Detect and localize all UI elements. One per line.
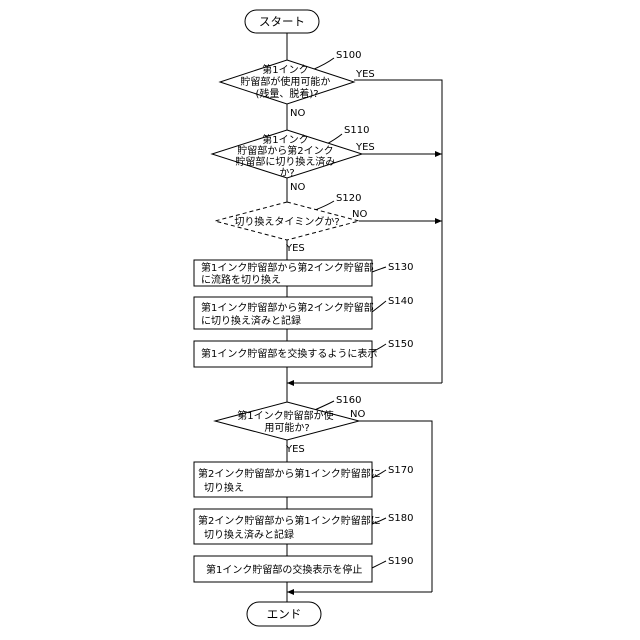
s160-yes-label: YES bbox=[285, 444, 305, 455]
s130-step-label: S130 bbox=[388, 262, 413, 273]
s190-step-label: S190 bbox=[388, 556, 413, 567]
start-terminal: スタート bbox=[245, 10, 319, 33]
s100-step-label: S100 bbox=[336, 50, 361, 61]
s150-text: 第1インク貯留部を交換するように表示 bbox=[201, 347, 377, 360]
decision-s110: 第1インク 貯留部から第2インク 貯留部に切り換え済み か? S110 YES … bbox=[212, 125, 375, 193]
s100-yes-label: YES bbox=[355, 69, 375, 80]
s190-text: 第1インク貯留部の交換表示を停止 bbox=[206, 563, 362, 576]
s180-step-label: S180 bbox=[388, 513, 413, 524]
decision-s120: 切り換えタイミングか? S120 NO YES bbox=[215, 193, 367, 254]
process-s190: 第1インク貯留部の交換表示を停止 S190 bbox=[194, 556, 413, 582]
s100-text: 第1インク 貯留部が使用可能か (残量、脱着)? bbox=[240, 63, 333, 100]
start-label: スタート bbox=[259, 15, 305, 29]
leader-s100 bbox=[312, 58, 334, 70]
decision-s100: 第1インク 貯留部が使用可能か (残量、脱着)? S100 YES NO bbox=[220, 50, 375, 119]
s150-step-label: S150 bbox=[388, 339, 413, 350]
end-terminal: エンド bbox=[247, 602, 321, 626]
process-s180: 第2インク貯留部から第1インク貯留部に 切り換え済みと記録 S180 bbox=[194, 509, 413, 544]
s100-no-label: NO bbox=[290, 108, 305, 119]
s120-step-label: S120 bbox=[336, 193, 361, 204]
s120-no-label: NO bbox=[352, 209, 367, 220]
s140-step-label: S140 bbox=[388, 296, 413, 307]
decision-s160: 第1インク貯留部が使 用可能か? S160 NO YES bbox=[215, 395, 365, 455]
s110-no-label: NO bbox=[290, 182, 305, 193]
s110-yes-label: YES bbox=[355, 142, 375, 153]
process-s130: 第1インク貯留部から第2インク貯留部 に流路を切り換え S130 bbox=[194, 260, 413, 286]
process-s150: 第1インク貯留部を交換するように表示 S150 bbox=[194, 339, 413, 367]
process-s140: 第1インク貯留部から第2インク貯留部 に切り換え済みと記録 S140 bbox=[194, 296, 413, 329]
s160-no-label: NO bbox=[350, 409, 365, 420]
s170-step-label: S170 bbox=[388, 465, 413, 476]
end-label: エンド bbox=[267, 607, 302, 621]
s120-text: 切り換えタイミングか? bbox=[234, 215, 339, 228]
process-s170: 第2インク貯留部から第1インク貯留部に 切り換え S170 bbox=[194, 462, 413, 497]
leader-s190 bbox=[372, 561, 386, 568]
s160-step-label: S160 bbox=[336, 395, 361, 406]
s110-text: 第1インク 貯留部から第2インク 貯留部に切り換え済み か? bbox=[235, 133, 338, 179]
s110-step-label: S110 bbox=[344, 125, 369, 136]
s120-yes-label: YES bbox=[285, 243, 305, 254]
